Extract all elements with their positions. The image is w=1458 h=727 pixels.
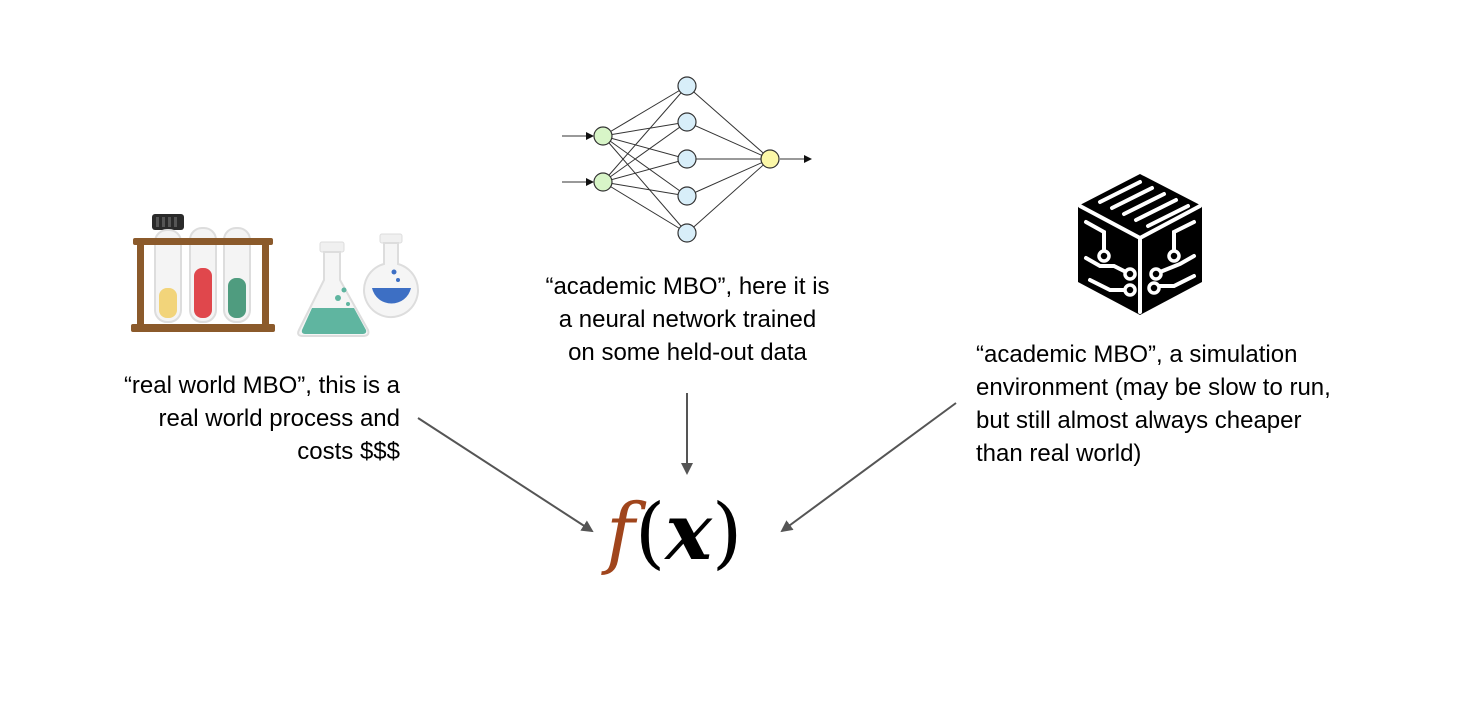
arrow-left bbox=[417, 417, 594, 533]
caption-line: but still almost always cheaper bbox=[976, 407, 1302, 434]
formula-variable: x bbox=[665, 487, 712, 578]
caption-line: “real world MBO”, this is a bbox=[123, 372, 400, 399]
flask-icon bbox=[297, 233, 419, 337]
neural-network-icon bbox=[562, 76, 812, 243]
formula-function: f bbox=[606, 488, 635, 578]
circuit-cube-icon bbox=[1078, 174, 1202, 315]
caption-line: than real world) bbox=[976, 440, 1142, 467]
caption-line: environment (may be slow to run, bbox=[976, 374, 1331, 401]
caption-line: a neural network trained bbox=[558, 306, 817, 333]
test-tube-rack-icon bbox=[131, 214, 275, 332]
caption-line: costs $$$ bbox=[297, 438, 400, 465]
caption-line: real world process and bbox=[158, 405, 400, 432]
formula-close-paren: ) bbox=[711, 488, 743, 578]
caption-neural-network-mbo: “academic MBO”, here it is a neural netw… bbox=[500, 270, 875, 369]
arrow-right bbox=[780, 402, 957, 533]
caption-line: “academic MBO”, a simulation bbox=[976, 341, 1298, 368]
caption-simulation-mbo: “academic MBO”, a simulation environment… bbox=[976, 338, 1416, 470]
formula-open-paren: ( bbox=[634, 488, 666, 578]
caption-line: “academic MBO”, here it is bbox=[545, 273, 830, 300]
formula-f-of-x: f(x) bbox=[606, 478, 771, 588]
caption-line: on some held-out data bbox=[568, 339, 807, 366]
caption-real-world-mbo: “real world MBO”, this is a real world p… bbox=[40, 369, 400, 468]
